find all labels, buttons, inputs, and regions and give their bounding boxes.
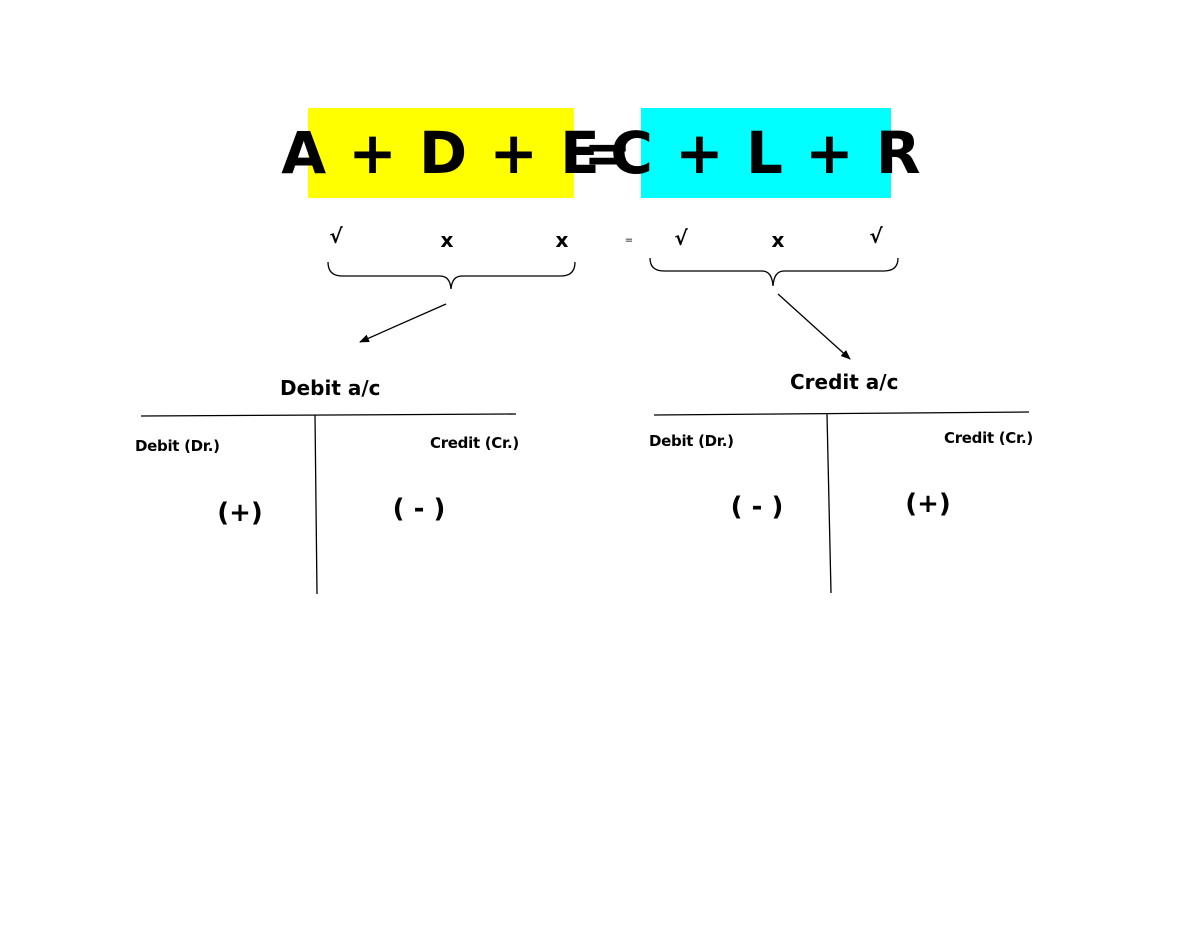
debit-account-title: Debit a/c	[280, 376, 381, 400]
mark-revenue: √	[869, 224, 883, 248]
credit-account-dr-label: Debit (Dr.)	[649, 432, 734, 450]
debit-account-dr-sign: (+)	[217, 498, 263, 528]
debit-account-cr-label: Credit (Cr.)	[430, 434, 519, 452]
credit-account-cr-label: Credit (Cr.)	[944, 429, 1033, 447]
credit-t-top	[653, 411, 1030, 416]
equation-equals-sign: =	[583, 119, 632, 187]
mark-drawings: x	[440, 228, 454, 252]
debit-account-cr-sign: ( - )	[392, 494, 446, 524]
credit-account-title: Credit a/c	[790, 370, 899, 394]
equation-right-side: C + L + R	[610, 108, 921, 198]
arrow-to-credit	[777, 293, 851, 360]
credit-account-cr-sign: (+)	[905, 489, 951, 519]
debit-account-dr-label: Debit (Dr.)	[135, 437, 220, 455]
arrow-to-debit	[359, 303, 447, 343]
left-brace	[327, 261, 576, 290]
right-brace	[649, 257, 899, 287]
debit-t-stem	[314, 414, 318, 595]
debit-t-top	[140, 413, 517, 417]
mark-equals: =	[624, 235, 634, 246]
credit-t-stem	[826, 413, 832, 594]
equation-left-side: A + D + E	[281, 108, 600, 198]
credit-account-dr-sign: ( - )	[730, 492, 784, 522]
mark-liabilities: x	[771, 228, 785, 252]
mark-assets: √	[329, 224, 343, 248]
mark-expenses: x	[555, 228, 569, 252]
mark-capital: √	[674, 226, 688, 250]
